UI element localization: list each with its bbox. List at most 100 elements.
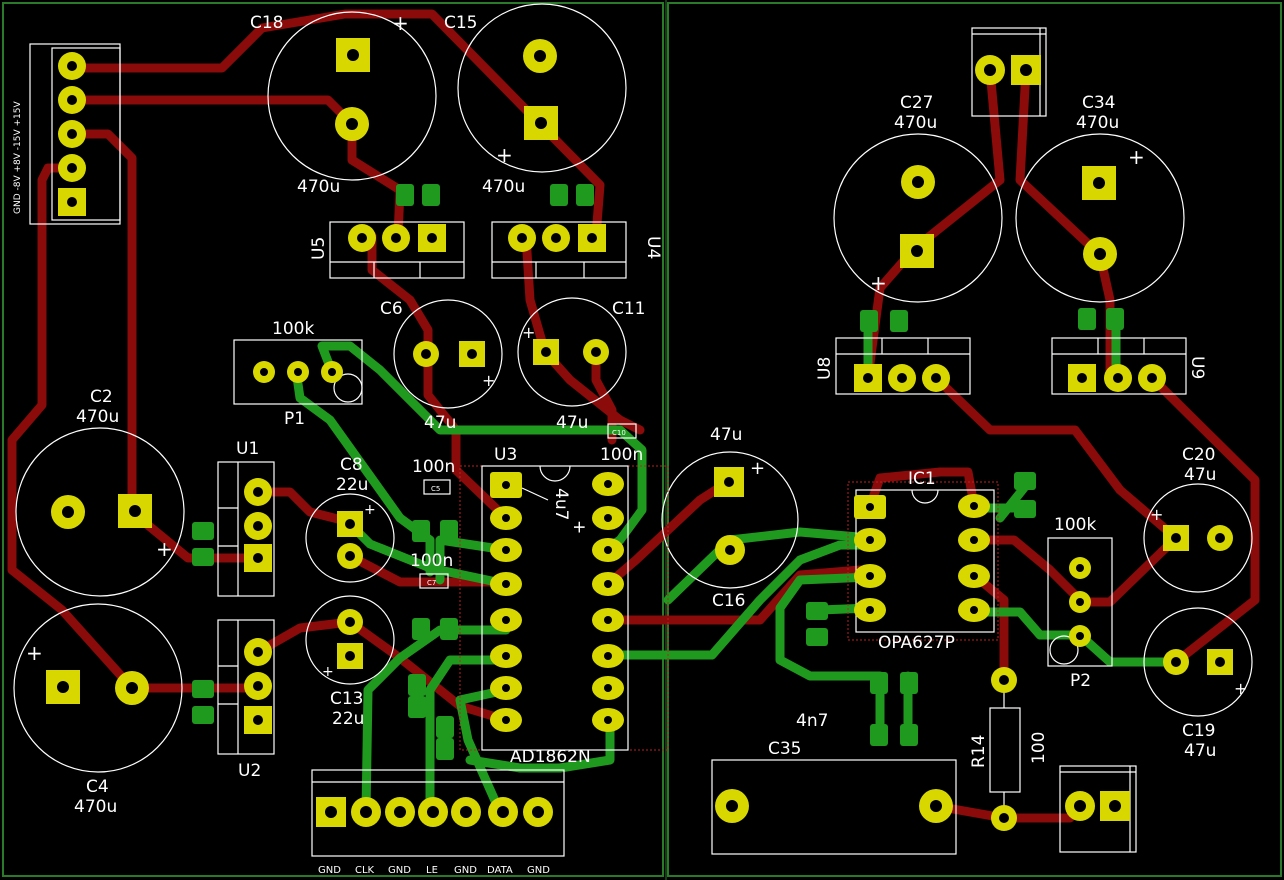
signal-pin-label: CLK: [355, 865, 375, 876]
capacitor-c2: + C2 470u: [15, 387, 185, 597]
signal-header-pads: [316, 797, 553, 827]
u3-value: AD1862N: [510, 747, 591, 767]
svg-text:+: +: [750, 458, 765, 479]
p2-value: 100k: [1054, 515, 1096, 535]
capacitor-c11: + C11 47u: [517, 297, 646, 433]
capacitor-c35: 4n7 C35: [711, 711, 957, 855]
regulator-u1: U1: [217, 439, 275, 597]
ic-ic1: IC1 OPA627P: [847, 469, 999, 653]
capacitor-c4: + C4 470u: [13, 603, 183, 817]
svg-text:+: +: [496, 143, 513, 167]
c8-ref: C8: [340, 455, 363, 475]
r14-ref: R14: [969, 735, 989, 768]
potentiometer-p2: 100k P2: [1047, 515, 1113, 691]
c35-ref: C35: [768, 739, 802, 759]
regulator-u9: U9: [1051, 337, 1207, 395]
capacitor-c15: + C15 470u: [444, 3, 627, 197]
c27-ref: C27: [900, 93, 934, 113]
regulator-u8: U8: [815, 337, 971, 395]
capacitor-c7: C7 100n: [410, 551, 453, 589]
c34-ref: C34: [1082, 93, 1116, 113]
svg-text:+: +: [522, 323, 535, 342]
ic1-value: OPA627P: [878, 633, 955, 653]
c8-value: 22u: [336, 475, 368, 495]
capacitor-c27: + C27 470u: [833, 93, 1003, 303]
svg-text:+: +: [156, 537, 173, 561]
ic1-ref: IC1: [908, 469, 936, 489]
u4-ref: U4: [643, 236, 663, 259]
c19-value: 47u: [1184, 741, 1216, 761]
capacitor-c6: + C6 47u: [380, 299, 503, 433]
capacitor-c10: C10 100n: [600, 423, 643, 465]
c2-value: 470u: [76, 407, 119, 427]
regulator-u4: U4: [491, 221, 663, 279]
c6-value: 47u: [424, 413, 456, 433]
signal-pin-label: GND: [527, 865, 550, 876]
ic-u3: 4u7 + U3 AD1862N: [459, 445, 669, 767]
p1-value: 100k: [272, 319, 314, 339]
capacitor-c18: + C18 470u: [250, 11, 437, 197]
svg-text:+: +: [322, 664, 334, 680]
c2-ref: C2: [90, 387, 113, 407]
ic1-pins: [854, 494, 990, 622]
power-header: GND -8V +8V -15V +15V: [13, 43, 121, 225]
c10-ref: C10: [612, 429, 626, 437]
c11-value: 47u: [556, 413, 588, 433]
signal-pin-label: GND: [388, 865, 411, 876]
c15-ref: C15: [444, 13, 478, 33]
u1-ref: U1: [236, 439, 259, 459]
svg-text:+: +: [870, 271, 887, 295]
svg-text:+: +: [482, 371, 495, 390]
capacitor-c13: + C13 22u: [305, 595, 395, 729]
signal-header: GND CLK GND LE GND DATA GND: [311, 769, 565, 876]
c5-ref: C5: [431, 485, 440, 493]
capacitor-c16: + 47u C16: [661, 425, 799, 611]
p2-ref: P2: [1070, 671, 1091, 691]
p1-ref: P1: [284, 409, 305, 429]
u3-pins: [490, 472, 624, 732]
c18-value: 470u: [297, 177, 340, 197]
svg-text:+: +: [1234, 679, 1247, 698]
c5-value: 100n: [412, 457, 455, 477]
svg-text:+: +: [569, 520, 589, 534]
u5-ref: U5: [309, 237, 329, 260]
signal-pin-label: DATA: [487, 865, 513, 876]
svg-text:+: +: [1150, 505, 1163, 524]
c35-value: 4n7: [796, 711, 828, 731]
capacitor-c5: C5 100n: [412, 457, 455, 495]
capacitor-c8: + C8 22u: [305, 455, 395, 583]
c13-value: 22u: [332, 709, 364, 729]
capacitor-c34: + C34 470u: [1015, 93, 1185, 303]
c13-ref: C13: [330, 689, 364, 709]
c4-value: 470u: [74, 797, 117, 817]
c27-value: 470u: [894, 113, 937, 133]
smd-pads: [192, 184, 1124, 760]
c11-ref: C11: [612, 299, 646, 319]
c7-ref: C7: [427, 579, 436, 587]
c34-value: 470u: [1076, 113, 1119, 133]
svg-text:+: +: [26, 641, 43, 665]
c20-value: 47u: [1184, 465, 1216, 485]
c20-ref: C20: [1182, 445, 1216, 465]
svg-text:+: +: [392, 11, 409, 35]
r14-value: 100: [1029, 732, 1049, 764]
signal-pin-label: LE: [426, 865, 438, 876]
u8-ref: U8: [815, 357, 835, 380]
u9-ref: U9: [1187, 356, 1207, 379]
c16-value: 47u: [710, 425, 742, 445]
c15-value: 470u: [482, 177, 525, 197]
c19-ref: C19: [1182, 721, 1216, 741]
input-connector: [971, 27, 1047, 117]
capacitor-c19: + C19 47u: [1143, 607, 1253, 761]
svg-text:+: +: [1128, 145, 1145, 169]
signal-pin-label: GND: [454, 865, 477, 876]
u2-ref: U2: [238, 761, 261, 781]
c7-value: 100n: [410, 551, 453, 571]
c16-ref: C16: [712, 591, 746, 611]
c4-ref: C4: [86, 777, 109, 797]
regulator-u5: U5: [309, 221, 465, 279]
svg-text:+: +: [364, 502, 376, 518]
c10-value: 100n: [600, 445, 643, 465]
